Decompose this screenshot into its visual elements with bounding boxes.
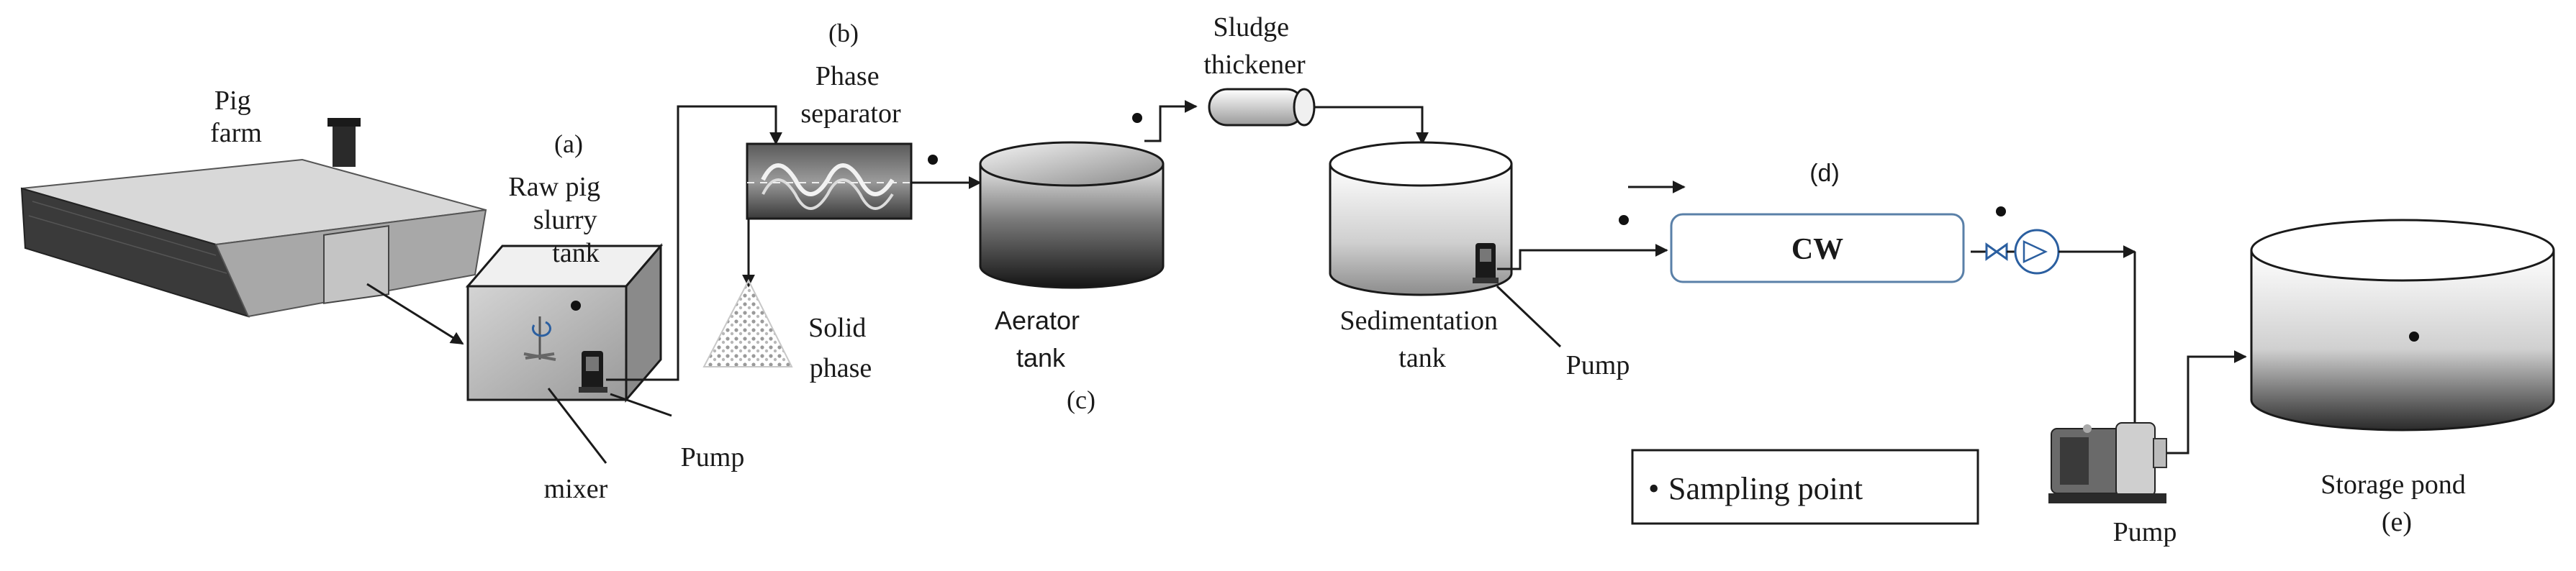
solid-phase-pile bbox=[702, 278, 793, 367]
sampling-point-c bbox=[1132, 113, 1142, 123]
pipe-thickener-to-sedimentation bbox=[1314, 106, 1429, 145]
sampling-point-cw-out bbox=[1996, 206, 2006, 216]
phase-separator bbox=[746, 142, 913, 220]
raw-tank-label: Raw pig slurry tank bbox=[508, 172, 607, 268]
label-d: (d) bbox=[1809, 160, 1840, 187]
storage-pond-label: Storage pond bbox=[2320, 470, 2466, 500]
mixer-label: mixer bbox=[544, 474, 608, 504]
label-c: (c) bbox=[1067, 385, 1095, 414]
legend-box bbox=[1631, 449, 1979, 525]
label-a: (a) bbox=[554, 129, 583, 158]
raw-slurry-tank bbox=[465, 242, 664, 403]
mixer-icon bbox=[523, 316, 556, 361]
valve-icon bbox=[1985, 242, 2015, 261]
aerator-tank-label: Aerator tank bbox=[995, 306, 1087, 373]
pump2-label: Pump bbox=[1566, 350, 1630, 380]
pump3-label: Pump bbox=[2113, 517, 2177, 547]
leader-pump1 bbox=[610, 393, 672, 417]
pump1-label: Pump bbox=[681, 442, 745, 472]
solid-phase-label: Solid phase bbox=[808, 313, 873, 383]
legend-text: Sampling point bbox=[1668, 471, 1863, 506]
pipe-pump-to-pond bbox=[2166, 350, 2247, 454]
arrow-farm-to-tank bbox=[366, 283, 464, 345]
sedimentation-tank-label: Sedimentation tank bbox=[1339, 306, 1504, 373]
leader-mixer bbox=[547, 388, 607, 464]
sludge-thickener-label: Sludge thickener bbox=[1203, 12, 1306, 80]
cw-label: CW bbox=[1791, 233, 1843, 266]
leader-pump2 bbox=[1496, 285, 1562, 348]
pipe-aerator-to-thickener bbox=[1144, 100, 1198, 142]
flow-meter-icon bbox=[2014, 229, 2060, 275]
label-e: (e) bbox=[2382, 507, 2412, 537]
sampling-point-d bbox=[1619, 215, 1629, 225]
sampling-point-e bbox=[2409, 332, 2419, 342]
pig-farm-label: Pig farm bbox=[210, 86, 262, 148]
sampling-point-b bbox=[928, 155, 938, 165]
pipe-tank-to-separator bbox=[606, 105, 782, 381]
pipe-sedimentation-to-cw bbox=[1497, 244, 1668, 270]
phase-separator-label: Phase separator bbox=[800, 61, 901, 129]
pump-icon-tank-a bbox=[579, 351, 607, 393]
centrifugal-pump-icon bbox=[2048, 422, 2167, 503]
sampling-point-a bbox=[571, 301, 581, 311]
pig-farm-building bbox=[20, 118, 487, 318]
constructed-wetland-box bbox=[1670, 213, 1965, 283]
legend-bullet: • bbox=[1648, 471, 1659, 506]
sedimentation-tank bbox=[1329, 141, 1513, 296]
storage-pond bbox=[2250, 219, 2555, 431]
flow-meter-arrow-icon bbox=[2023, 240, 2048, 263]
label-b: (b) bbox=[828, 19, 859, 47]
aerator-tank bbox=[979, 141, 1165, 289]
sludge-thickener bbox=[1208, 88, 1316, 127]
pump-icon-sedimentation bbox=[1473, 243, 1499, 283]
